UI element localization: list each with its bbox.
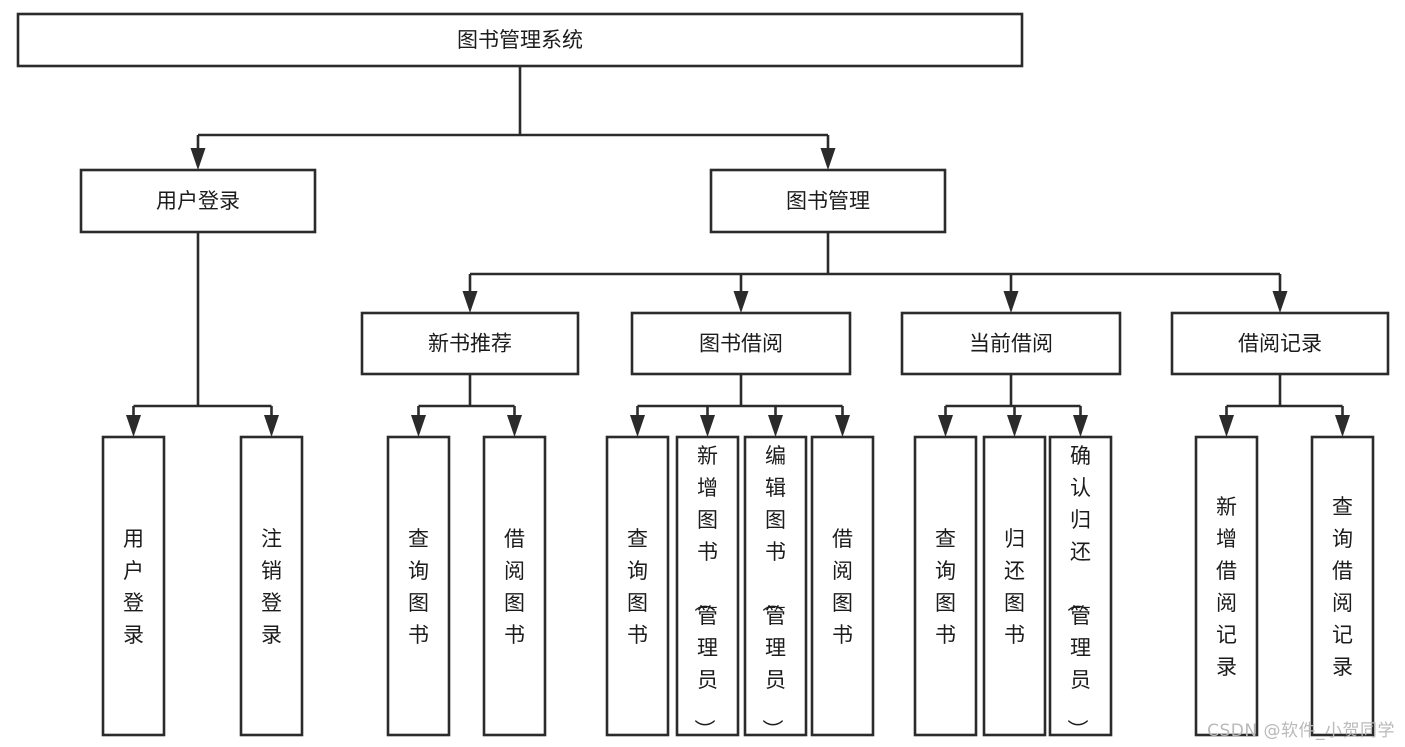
node-label-leaf-add-book: 新增图书（管理员）: [692, 444, 718, 740]
node-label-l2-current: 当前借阅: [969, 332, 1053, 356]
node-leaf-confirm-return[interactable]: 确认归还（管理员）: [1048, 435, 1113, 740]
node-leaf-borrow-book-2[interactable]: 借阅图书: [810, 435, 875, 737]
node-box-leaf-add-record[interactable]: [1194, 435, 1259, 737]
node-label-leaf-user-login: 用户登录: [123, 527, 144, 647]
node-box-leaf-confirm-return[interactable]: [1048, 435, 1113, 737]
node-box-l2-current[interactable]: [900, 311, 1122, 376]
node-l2-borrow[interactable]: 图书借阅: [630, 311, 852, 376]
node-root[interactable]: 图书管理系统: [16, 12, 1024, 68]
node-label-l2-borrow: 图书借阅: [699, 332, 783, 356]
edge-group: [938, 374, 1088, 437]
node-box-root[interactable]: [16, 12, 1024, 68]
node-leaf-query-record[interactable]: 查询借阅记录: [1310, 435, 1375, 737]
edges-layer: [126, 66, 1350, 437]
node-box-leaf-query-record[interactable]: [1310, 435, 1375, 737]
node-box-leaf-borrow-book-1[interactable]: [482, 435, 547, 737]
node-leaf-logout[interactable]: 注销登录: [239, 435, 304, 737]
node-box-leaf-query-book-3[interactable]: [913, 435, 978, 737]
node-label-leaf-edit-book: 编辑图书（管理员）: [760, 444, 786, 740]
node-box-l2-record[interactable]: [1170, 311, 1390, 376]
edge-group: [126, 232, 279, 437]
node-leaf-add-record[interactable]: 新增借阅记录: [1194, 435, 1259, 737]
node-box-leaf-query-book-2[interactable]: [605, 435, 670, 737]
edge-group: [462, 232, 1288, 313]
node-leaf-return-book[interactable]: 归还图书: [982, 435, 1047, 737]
node-label-l2-newbook: 新书推荐: [428, 332, 512, 356]
node-label-l1-books: 图书管理: [786, 189, 870, 213]
node-l2-newbook[interactable]: 新书推荐: [360, 311, 580, 376]
node-label-leaf-borrow-book-2: 借阅图书: [832, 527, 853, 647]
nodes-layer: 图书管理系统用户登录图书管理新书推荐图书借阅当前借阅借阅记录用户登录注销登录查询…: [16, 12, 1390, 740]
node-box-leaf-add-book[interactable]: [675, 435, 740, 737]
node-label-l1-login: 用户登录: [156, 189, 240, 213]
node-box-l1-login[interactable]: [79, 168, 317, 234]
node-label-leaf-query-book-3: 查询图书: [935, 527, 956, 647]
node-leaf-query-book-1[interactable]: 查询图书: [386, 435, 451, 737]
node-label-leaf-query-book-1: 查询图书: [408, 527, 429, 647]
edge-group: [190, 66, 836, 170]
node-label-leaf-logout: 注销登录: [261, 527, 282, 647]
node-label-root: 图书管理系统: [457, 28, 583, 52]
node-label-l2-record: 借阅记录: [1238, 332, 1322, 356]
node-l2-record[interactable]: 借阅记录: [1170, 311, 1390, 376]
node-box-l1-books[interactable]: [709, 168, 947, 234]
node-label-leaf-query-book-2: 查询图书: [627, 527, 648, 647]
node-leaf-query-book-2[interactable]: 查询图书: [605, 435, 670, 737]
node-leaf-add-book[interactable]: 新增图书（管理员）: [675, 435, 740, 740]
node-leaf-query-book-3[interactable]: 查询图书: [913, 435, 978, 737]
node-leaf-edit-book[interactable]: 编辑图书（管理员）: [743, 435, 808, 740]
node-l1-login[interactable]: 用户登录: [79, 168, 317, 234]
node-box-l2-newbook[interactable]: [360, 311, 580, 376]
node-box-leaf-logout[interactable]: [239, 435, 304, 737]
node-l1-books[interactable]: 图书管理: [709, 168, 947, 234]
edge-group: [630, 374, 850, 437]
node-leaf-user-login[interactable]: 用户登录: [101, 435, 166, 737]
node-box-leaf-borrow-book-2[interactable]: [810, 435, 875, 737]
node-box-l2-borrow[interactable]: [630, 311, 852, 376]
node-leaf-borrow-book-1[interactable]: 借阅图书: [482, 435, 547, 737]
node-l2-current[interactable]: 当前借阅: [900, 311, 1122, 376]
node-label-leaf-add-record: 新增借阅记录: [1216, 495, 1237, 679]
node-box-leaf-query-book-1[interactable]: [386, 435, 451, 737]
node-label-leaf-query-record: 查询借阅记录: [1332, 495, 1353, 679]
node-label-leaf-confirm-return: 确认归还（管理员）: [1065, 444, 1091, 740]
node-box-leaf-return-book[interactable]: [982, 435, 1047, 737]
edge-group: [1219, 374, 1350, 437]
node-box-leaf-edit-book[interactable]: [743, 435, 808, 737]
edge-group: [411, 374, 522, 437]
node-box-leaf-user-login[interactable]: [101, 435, 166, 737]
node-label-leaf-borrow-book-1: 借阅图书: [504, 527, 525, 647]
node-label-leaf-return-book: 归还图书: [1004, 527, 1025, 647]
